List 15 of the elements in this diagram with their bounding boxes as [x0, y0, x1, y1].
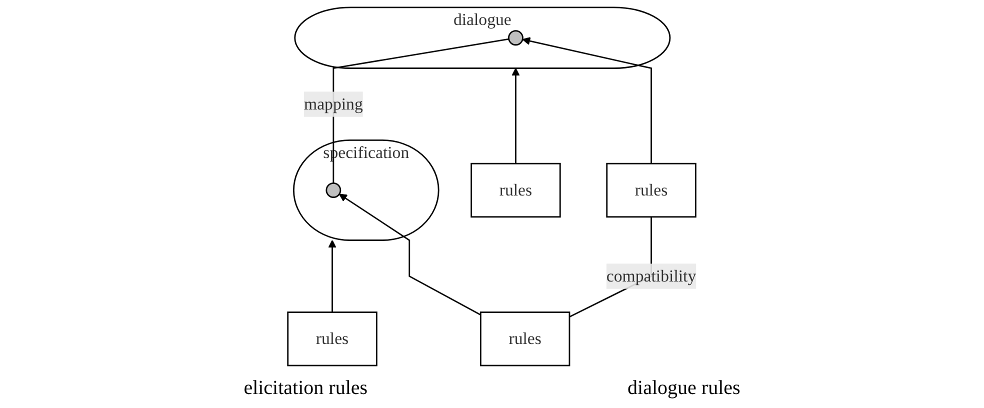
node-ellipse: [326, 182, 342, 198]
edge-label: mapping: [304, 94, 363, 114]
node-ellipse: [508, 30, 524, 46]
node-box: rules: [287, 312, 378, 366]
group-caption: dialogue rules: [628, 377, 740, 400]
connector: [332, 38, 509, 184]
node-box: rules: [480, 312, 570, 366]
arrow: [512, 68, 520, 164]
arrow: [328, 240, 336, 312]
node-box: rules: [470, 162, 561, 218]
arrow: [522, 37, 652, 164]
edge-label: compatibility: [606, 266, 696, 286]
arrow: [338, 194, 481, 316]
node-box: rules: [606, 162, 696, 218]
group-caption: elicitation rules: [244, 377, 368, 400]
